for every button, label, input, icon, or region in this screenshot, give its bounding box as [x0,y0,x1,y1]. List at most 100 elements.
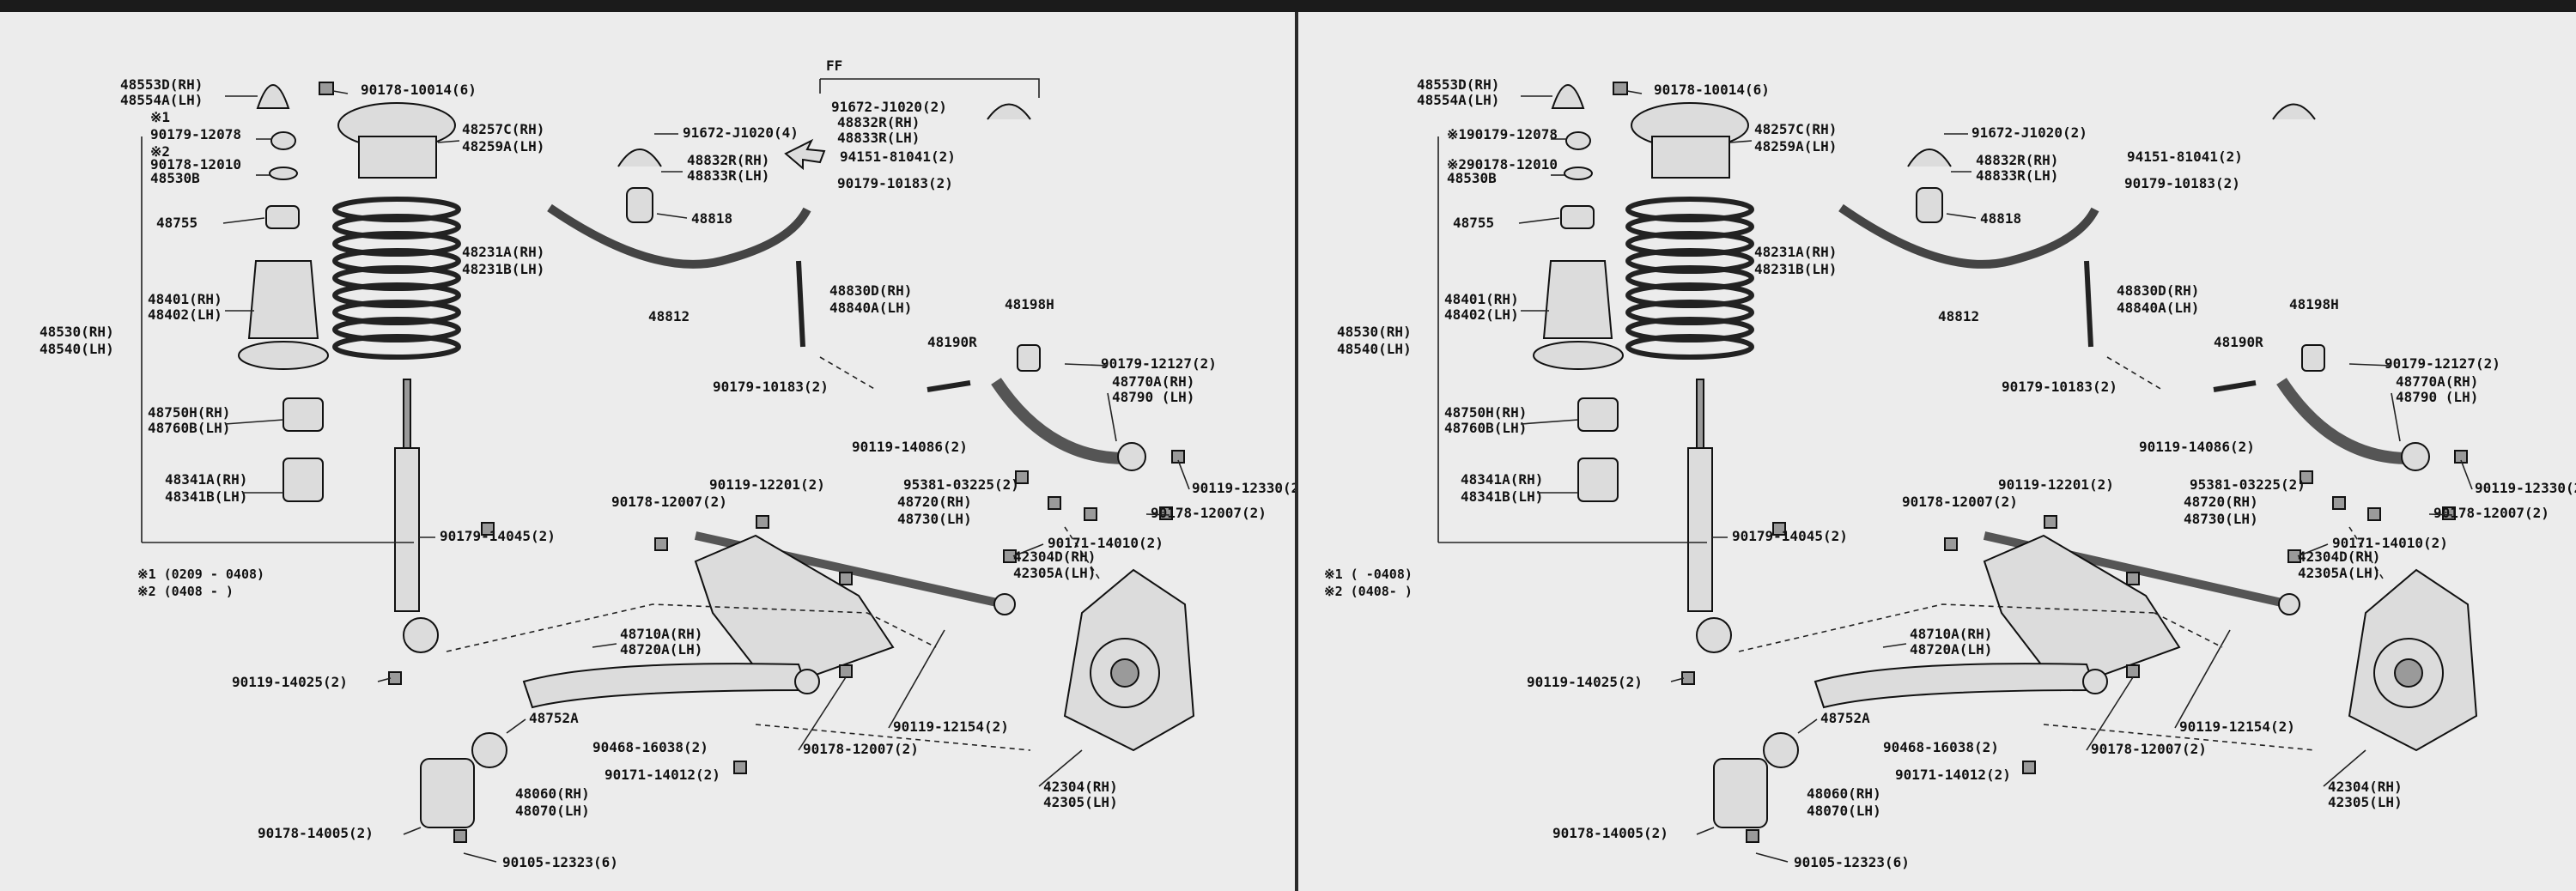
part-label-q4: 48770A(RH) [2396,373,2478,390]
guide-line [2043,724,2316,751]
nut-icon [2454,450,2468,464]
nut-icon [2044,515,2057,529]
coil-spring-turn [332,231,461,257]
part-label-d2: 48259A(LH) [462,138,544,155]
nut-icon [388,671,402,685]
part-label-u1: 90119-12154(2) [893,718,1009,735]
shock-rod [1696,379,1704,449]
part-label-g1: 48530(RH) [39,324,114,340]
diagram-svg-right: 48553D(RH)48554A(LH)90178-10014(6)※19017… [1324,76,2576,870]
part-label-d1: 48257C(RH) [462,121,544,137]
leader-line [377,677,392,682]
guide-line [1064,526,1100,579]
part-label-c4: ※290178-12010 [1447,156,1558,173]
leader-line [2460,459,2473,490]
footnote: ※1 ( -0408) [1324,567,1413,582]
bolt-part [927,380,971,392]
coil-spring-turn [1625,214,1754,239]
nut-icon [1084,507,1097,521]
part-label-t7: 48070(LH) [1807,803,1881,819]
part-label-v2: 42305(LH) [1043,794,1118,810]
part-label-m1: 90105-12323(6) [502,854,618,870]
coil-spring-turn [332,334,461,360]
arm-end [2278,593,2300,615]
nut-icon [839,572,853,585]
nut-part [1613,82,1628,95]
part-label-l1: 90178-14005(2) [1552,825,1668,841]
leader-line [2086,676,2134,751]
leader-line [437,140,460,143]
section-bracket [820,78,1040,98]
part-label-r1: 90119-14086(2) [2139,439,2255,455]
part-label-s7: 42304D(RH) [1013,549,1096,565]
washer-part [1565,131,1591,150]
washer-part [269,167,298,180]
part-label-n5: 48812 [648,308,690,324]
part-label-e1: 48231A(RH) [1754,244,1837,260]
part-label-j1: 90179-14045(2) [1732,528,1848,544]
arm-end [993,593,1016,615]
footnote: ※2 (0408- ) [1324,584,1413,599]
leader-line [592,643,617,648]
part-label-n1: 91672-J1020(2) [1971,124,2087,141]
part-label-t5: 90171-14012(2) [605,767,720,783]
part-label-q3: 90179-12127(2) [2385,355,2500,372]
part-label-r3: 90178-12007(2) [2433,505,2549,521]
part-label-s6: 90171-14010(2) [2332,535,2448,551]
nut-icon [2442,506,2456,520]
nut-icon [1015,470,1029,484]
washer-part [1564,167,1593,180]
shock-absorber-body [394,447,420,612]
nut-part [319,82,334,95]
leader-line [888,629,945,729]
leader-line [2323,749,2366,787]
upper-control-arm [991,378,1126,464]
part-label-q2: 48190R [2214,334,2263,350]
coil-spring-turn [1625,248,1754,274]
part-label-n3: 48833R(LH) [687,167,769,184]
part-label-v1: 42304(RH) [1043,779,1118,795]
nut-icon [1171,450,1185,464]
washer-part [270,131,296,150]
coil-spring-turn [332,300,461,325]
part-label-q1: 48198H [2289,296,2339,312]
part-label-n5: 48812 [1938,308,1979,324]
dust-boot-part [1542,260,1613,339]
part-label-j1: 90179-14045(2) [440,528,556,544]
guide-line [2154,612,2223,648]
part-label-d1: 48257C(RH) [1754,121,1837,137]
guide-line [2106,356,2163,391]
parts-diagram-right: 48553D(RH)48554A(LH)90178-10014(6)※19017… [1298,12,2576,891]
guide-line [866,612,937,648]
part-label-g2: 48540(LH) [1337,341,1412,357]
bump-stopper-cap [1551,84,1585,109]
part-label-a1: 48553D(RH) [1417,76,1499,93]
leader-line [1729,140,1753,143]
part-label-t3: 48752A [1820,710,1870,726]
part-label-a2: 48554A(LH) [120,92,203,108]
trailing-arm-bushing [420,758,475,828]
part-label-l1: 90178-14005(2) [258,825,374,841]
part-label-h1: 48750H(RH) [1444,404,1527,421]
part-label-o4: 94151-81041(2) [2127,148,2243,165]
arm-bushing [2401,442,2430,471]
stabilizer-bar [1838,203,2099,269]
part-label-h1: 48750H(RH) [148,404,230,421]
part-label-p2: 48840A(LH) [2117,300,2199,316]
part-label-g2: 48540(LH) [39,341,114,357]
stabilizer-bracket [2272,103,2316,120]
nut-icon [1746,829,1759,843]
part-label-v2: 42305(LH) [2328,794,2403,810]
stabilizer-bracket [987,103,1031,120]
hub-center [2394,658,2423,688]
bumper-part [283,458,324,502]
nut-icon [2287,549,2301,563]
part-label-t4: 90468-16038(2) [592,739,708,755]
part-label-t2: 48720A(LH) [620,641,702,658]
diagram-svg-left: 48553D(RH)48554A(LH)90178-10014(6)※19017… [39,58,1295,870]
coil-spring-turn [332,197,461,222]
part-label-p1: 48830D(RH) [829,282,912,299]
leader-line [2428,513,2453,516]
leader-line [656,213,688,219]
part-label-s2: 90178-12007(2) [611,494,727,510]
